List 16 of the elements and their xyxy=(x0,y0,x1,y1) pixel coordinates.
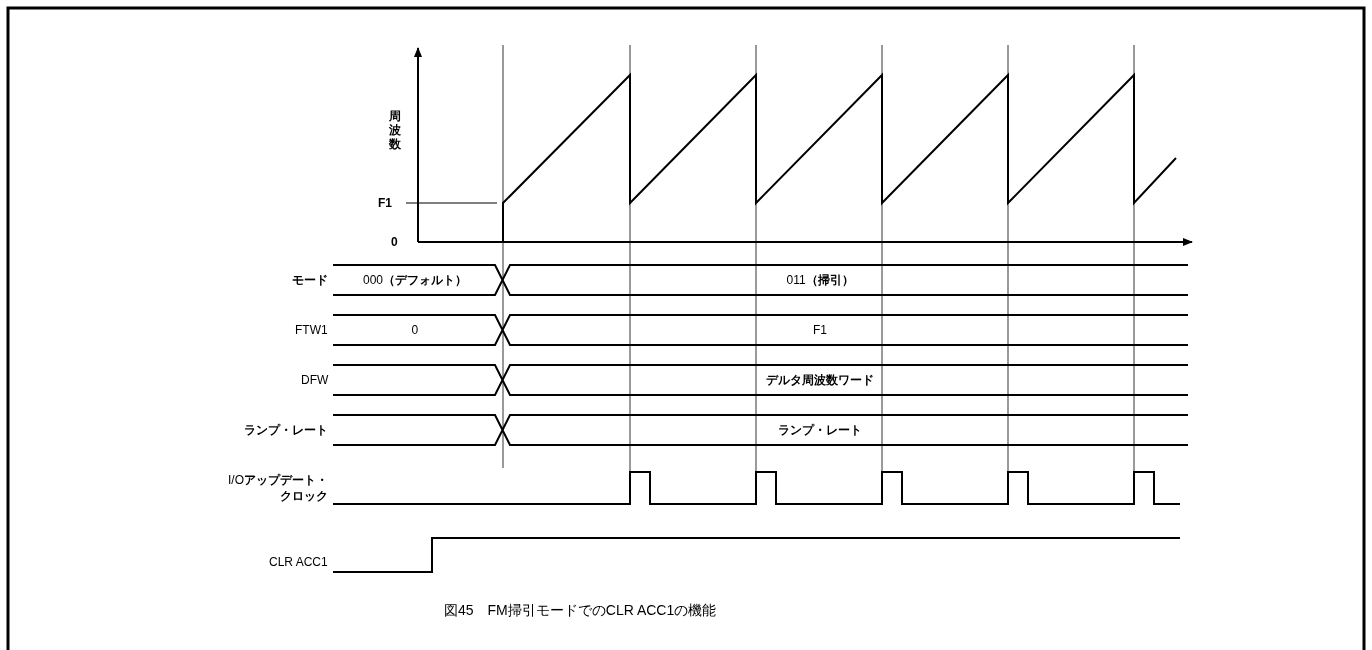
axis-title: 周波数 xyxy=(388,109,402,151)
signal-name: FTW1 xyxy=(295,323,328,337)
bus-value: デルタ周波数ワード xyxy=(766,373,874,387)
bus-value: F1 xyxy=(813,323,827,337)
signal-name: CLR ACC1 xyxy=(269,555,328,569)
signal-name: ランプ・レート xyxy=(244,423,328,437)
bus-value: 0 xyxy=(411,323,419,337)
signal-name: I/Oアップデート・クロック xyxy=(228,472,328,504)
signal-name: DFW xyxy=(301,373,329,387)
tick-label: 0 xyxy=(391,235,398,249)
figure-caption: 図45 FM掃引モードでのCLR ACC1の機能 xyxy=(444,603,717,617)
bus-value: 011（掃引） xyxy=(786,273,854,287)
signal-name: モード xyxy=(292,273,328,287)
bus-value: ランプ・レート xyxy=(778,423,862,437)
bus-value: 000（デフォルト） xyxy=(363,273,468,287)
tick-label: F1 xyxy=(378,196,392,210)
